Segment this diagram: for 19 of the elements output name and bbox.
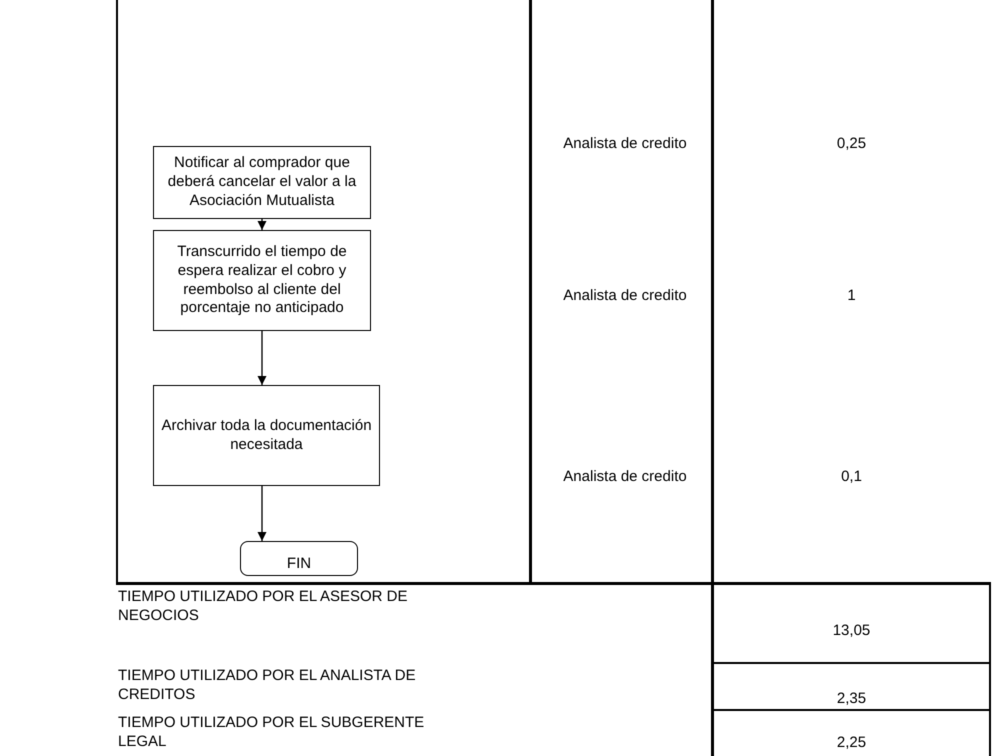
time-value: 13,05 [832, 622, 872, 641]
time-value: 1 [846, 287, 857, 306]
time-value: 2,25 [836, 734, 868, 753]
process-box: Notificar al comprador que deberá cancelar el valor a la Asociación Mutualista [153, 146, 371, 219]
summary-text: TIEMPO UTILIZADO POR EL ASESOR DE NEGOCIOS [118, 588, 409, 626]
summary-text: TIEMPO UTILIZADO POR EL SUBGERENTE LEGAL [118, 714, 426, 752]
time-value: 0,1 [840, 468, 863, 487]
arrow [257, 486, 267, 541]
terminator-box: FIN [240, 541, 358, 576]
time-value: 0,25 [836, 135, 868, 154]
role-text: Analista de credito [562, 287, 688, 306]
role-text: Analista de credito [562, 468, 688, 487]
arrow [257, 331, 267, 385]
arrow [257, 219, 267, 230]
process-box: Archivar toda la documentación necesitada [153, 385, 380, 486]
process-box: Transcurrido el tiempo de espera realizar el cobro y reembolso al cliente del porcentaje no anticipado [153, 230, 371, 331]
time-value: 2,35 [836, 690, 868, 709]
role-text: Analista de credito [562, 135, 688, 154]
summary-text: TIEMPO UTILIZADO POR EL ANALISTA DE CREDITOS [118, 667, 417, 704]
